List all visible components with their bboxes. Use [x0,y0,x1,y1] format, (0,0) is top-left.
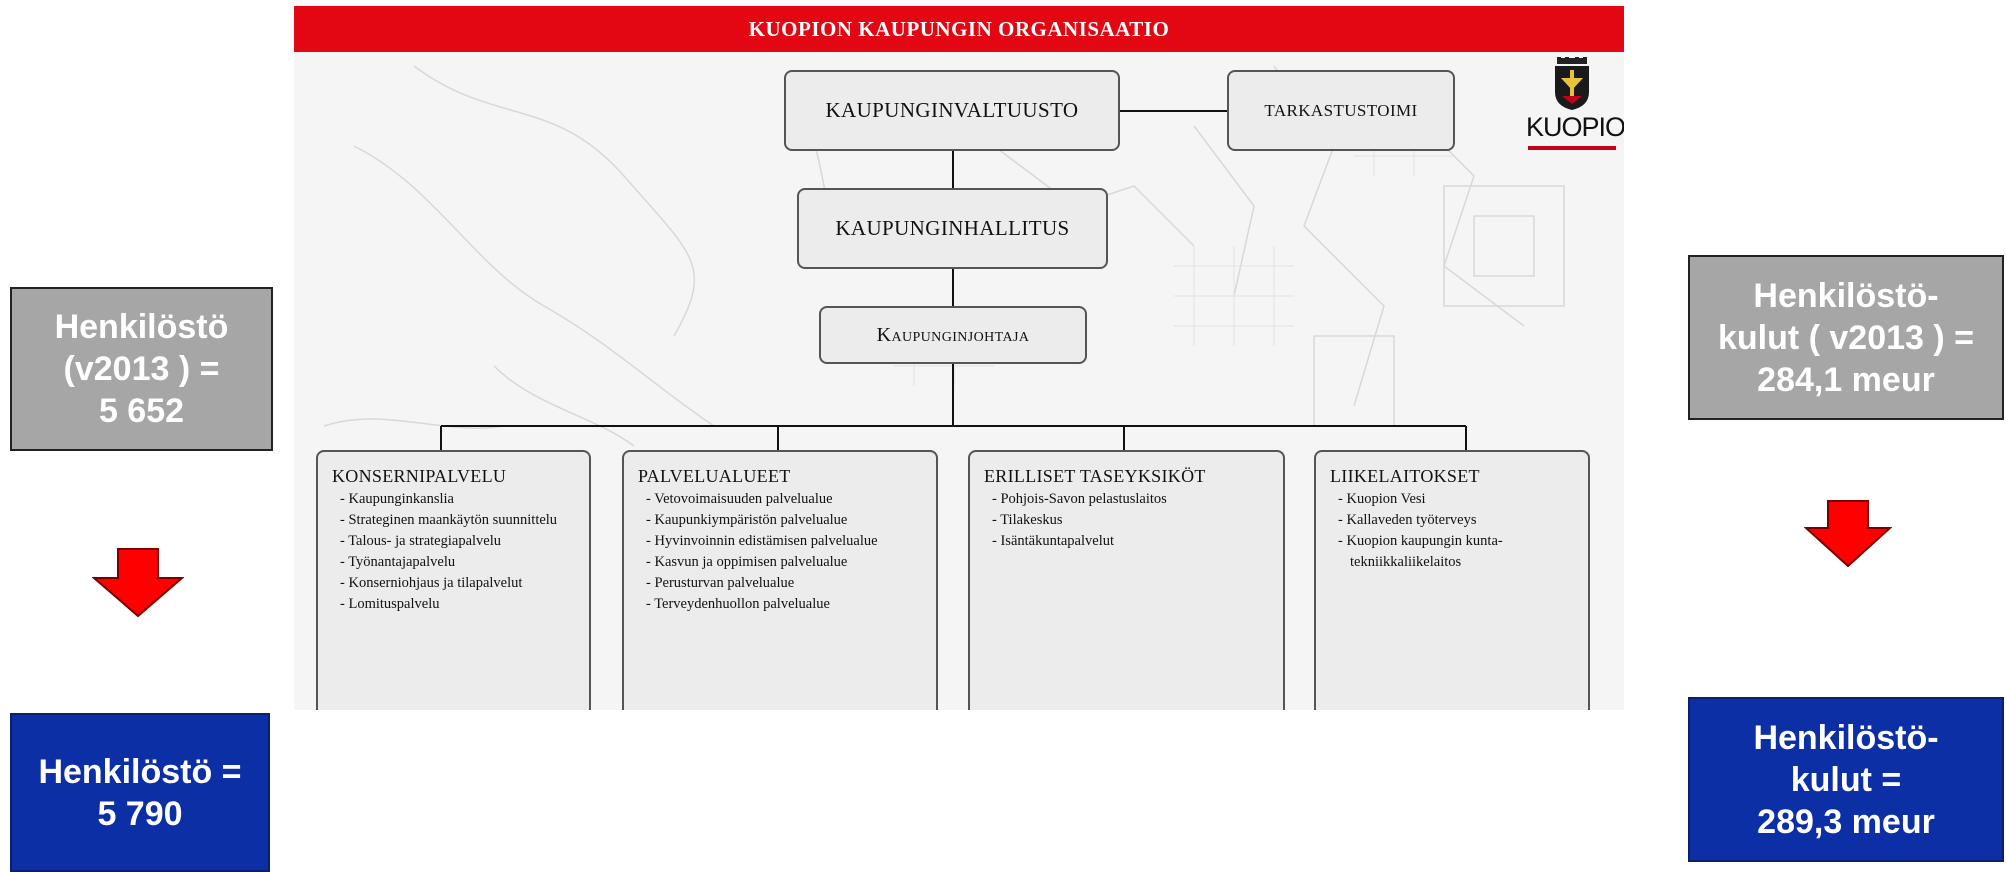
staff-2013-box: Henkilöstö (v2013 ) = 5 652 [10,287,273,451]
down-arrow-icon [92,548,184,618]
kuopio-logo: KUOPIO [1526,56,1624,156]
connector-lines [440,110,1467,450]
list-item: Lomituspalvelu [340,594,577,615]
city-board-box: KAUPUNGINHALLITUS [797,188,1108,269]
department-list: Vetovoimaisuuden palvelualue Kaupunkiymp… [638,489,924,615]
audit-box: TARKASTUSTOIMI [1227,70,1455,151]
department-title: ERILLISET TASEYKSIKÖT [984,466,1206,486]
list-item: Isäntäkuntapalvelut [992,531,1271,552]
department-list: Kuopion Vesi Kallaveden työterveys Kuopi… [1330,489,1576,573]
list-item: Strateginen maankäytön suunnittelu [340,510,577,531]
department-box: KONSERNIPALVELU Kaupunginkanslia Strateg… [316,450,591,710]
department-box: PALVELUALUEET Vetovoimaisuuden palvelual… [622,450,938,710]
department-title: LIIKELAITOKSET [1330,466,1480,486]
list-item: Perusturvan palvelualue [646,573,924,594]
department-list: Pohjois-Savon pelastuslaitos Tilakeskus … [984,489,1271,552]
mayor-box: Kaupunginjohtaja [819,306,1087,364]
list-item: Kaupunginkanslia [340,489,577,510]
department-box: LIIKELAITOKSET Kuopion Vesi Kallaveden t… [1314,450,1590,710]
list-item: Kuopion Vesi [1338,489,1576,510]
list-item: Kaupunkiympäristön palvelualue [646,510,924,531]
list-item: Terveydenhuollon palvelualue [646,594,924,615]
list-item: Kasvun ja oppimisen palvelualue [646,552,924,573]
kuopio-coat-of-arms-icon [1555,57,1589,110]
list-item: Hyvinvoinnin edistämisen palvelualue [646,531,924,552]
panel-bottom-mask [294,710,1624,872]
city-council-box: KAUPUNGINVALTUUSTO [784,70,1120,151]
list-item: Pohjois-Savon pelastuslaitos [992,489,1271,510]
org-chart-panel: KUOPION KAUPUNGIN ORGANISAATIO KAUPUNGIN… [294,6,1624,710]
staff-costs-current-box: Henkilöstö- kulut = 289,3 meur [1688,697,2004,862]
list-item: Tilakeskus [992,510,1271,531]
logo-underline [1528,146,1616,150]
list-item: Talous- ja strategiapalvelu [340,531,577,552]
department-box: ERILLISET TASEYKSIKÖT Pohjois-Savon pela… [968,450,1285,710]
logo-text: KUOPIO [1526,112,1624,142]
department-list: Kaupunginkanslia Strateginen maankäytön … [332,489,577,615]
department-title: KONSERNIPALVELU [332,466,507,486]
list-item: Työnantajapalvelu [340,552,577,573]
down-arrow-icon [1804,500,1892,568]
list-item: Vetovoimaisuuden palvelualue [646,489,924,510]
list-item: Kallaveden työterveys [1338,510,1576,531]
list-item: Kuopion kaupungin kunta- tekniikkaliikel… [1338,531,1576,573]
department-title: PALVELUALUEET [638,466,791,486]
staff-current-box: Henkilöstö = 5 790 [10,713,270,872]
chart-title-banner: KUOPION KAUPUNGIN ORGANISAATIO [294,6,1624,52]
list-item: Konserniohjaus ja tilapalvelut [340,573,577,594]
staff-costs-2013-box: Henkilöstö- kulut ( v2013 ) = 284,1 meur [1688,255,2004,420]
